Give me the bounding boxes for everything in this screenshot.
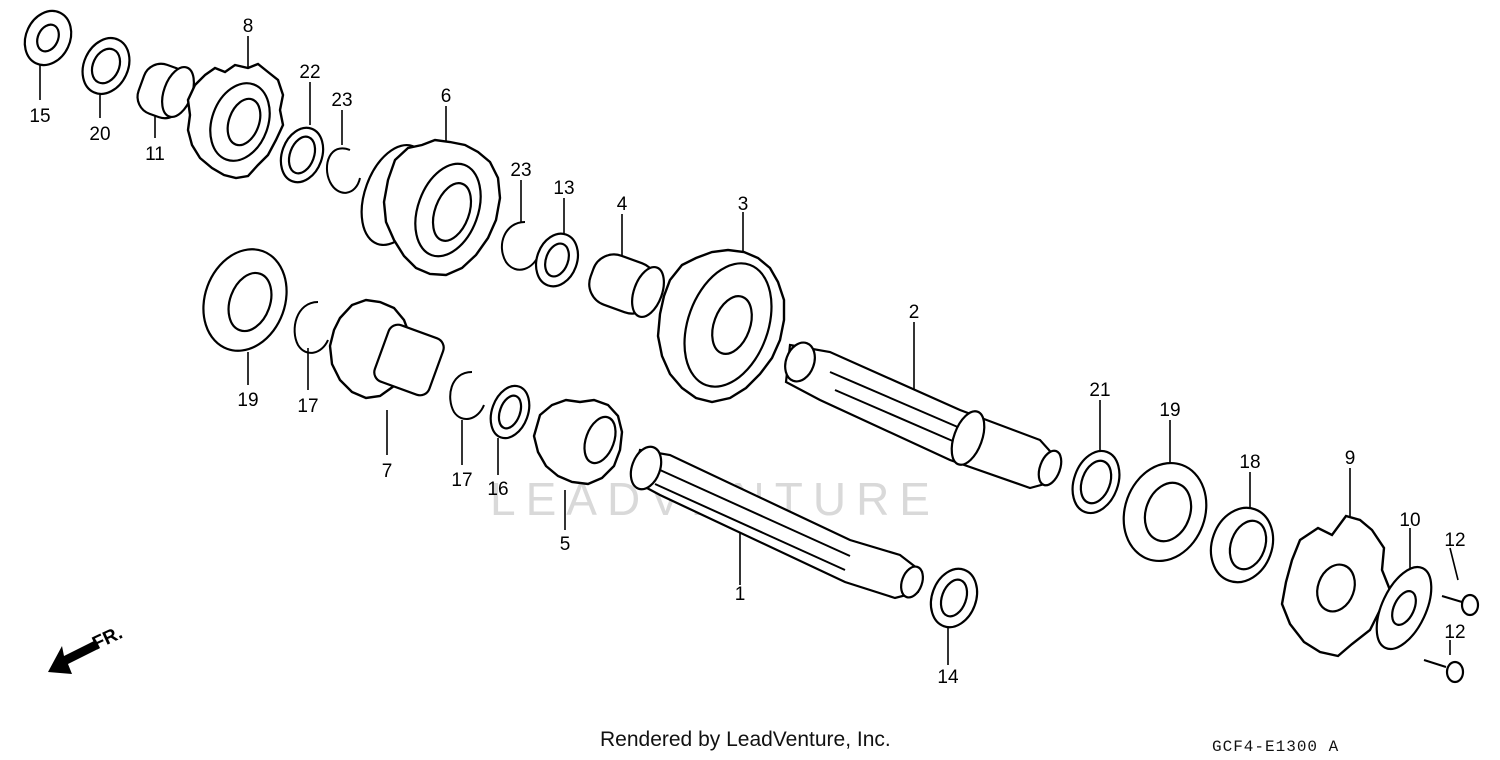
bushing-4: [588, 253, 665, 318]
callout-4: 4: [617, 194, 628, 215]
callout-6: 6: [441, 86, 452, 107]
rendered-by-credit: Rendered by LeadVenture, Inc.: [600, 728, 891, 751]
callout-8: 8: [243, 16, 254, 37]
callout-14: 15: [29, 106, 50, 127]
washer-15: [534, 232, 580, 288]
callout-19-right: 19: [1159, 400, 1180, 421]
callout-19-left: 19: [237, 390, 258, 411]
washer-13: [929, 567, 979, 629]
callout-23-lower: 23: [510, 160, 531, 181]
circlip-23b: [501, 221, 541, 271]
callout-12-lower: 12: [1444, 622, 1465, 643]
callout-7: 7: [382, 461, 393, 482]
mainshaft-1: [629, 445, 924, 600]
circlip-23a: [325, 147, 361, 194]
callout-23-upper: 23: [331, 90, 352, 111]
gear-5: [532, 398, 624, 486]
callout-21: 21: [1089, 380, 1110, 401]
callout-20: 20: [89, 124, 110, 145]
gear-3: [656, 248, 786, 404]
callout-17-left: 17: [297, 396, 318, 417]
bushing-11: [136, 62, 195, 120]
bolt-12-lower: [1423, 659, 1465, 684]
callout-22: 22: [299, 62, 320, 83]
washer-14: [23, 9, 73, 67]
callout-3: 3: [738, 194, 749, 215]
gear-8: [186, 62, 285, 180]
callout-12-upper: 12: [1444, 530, 1465, 551]
circlip-17b: [449, 371, 485, 421]
gear-7: [328, 298, 445, 400]
callout-11: 11: [145, 144, 165, 165]
washer-16: [489, 384, 531, 440]
bolt-12-upper: [1441, 593, 1480, 617]
callout-2: 2: [909, 302, 920, 323]
callout-9: 9: [1345, 448, 1356, 469]
washer-21: [1071, 449, 1121, 515]
callout-10: 10: [1399, 510, 1420, 531]
gear-6: [360, 138, 502, 277]
callout-18: 18: [1239, 452, 1260, 473]
diagram-code: GCF4-E1300 A: [1212, 738, 1340, 756]
callout-15: 13: [553, 178, 574, 199]
sprocket-9: [1280, 514, 1392, 658]
bearing-19-right: [1122, 461, 1208, 563]
callout-13: 14: [937, 667, 959, 688]
front-direction-arrow: FR.: [48, 623, 126, 674]
callout-5: 5: [560, 534, 571, 555]
callout-1: 1: [735, 584, 746, 605]
lock-washer-22: [279, 126, 325, 184]
callout-16: 16: [487, 479, 508, 500]
plate-10: [1375, 565, 1433, 651]
callout-17-right: 17: [451, 470, 472, 491]
circlip-17a: [293, 301, 329, 354]
bearing-19-left: [202, 248, 288, 352]
oil-seal-18: [1209, 506, 1275, 584]
countershaft-2: [784, 341, 1063, 490]
washer-20: [81, 37, 131, 95]
callout-labels: 15 20 11 8 22 23 6 23 13 4 3 2 21 19 18 …: [29, 16, 1465, 688]
